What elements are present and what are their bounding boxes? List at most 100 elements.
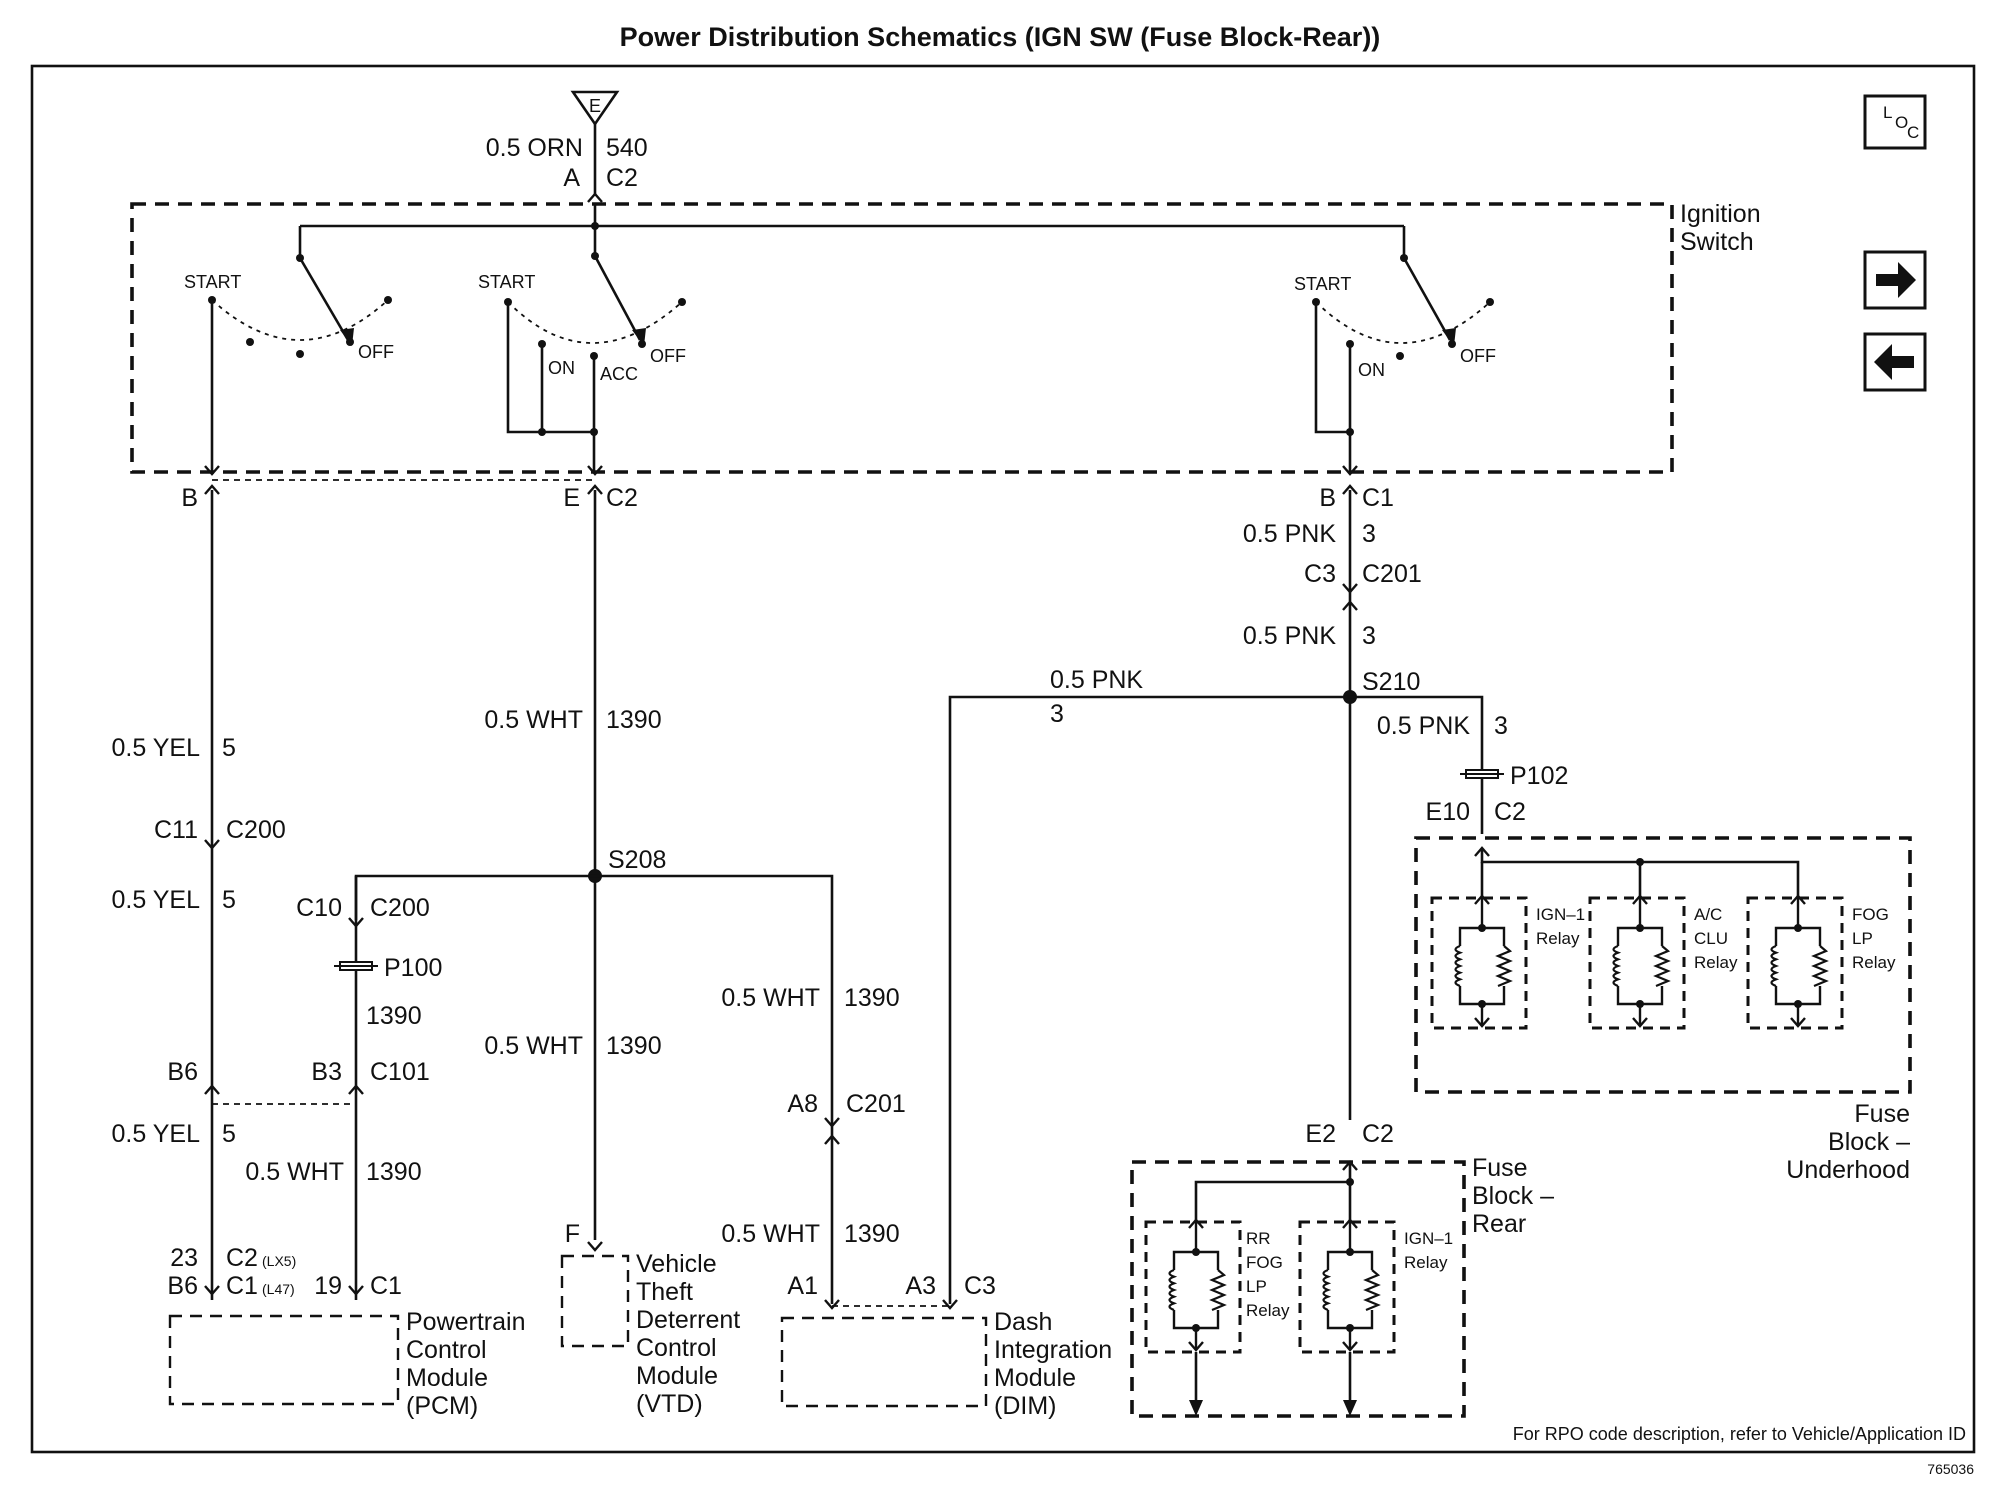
relay-ac-clu-label: Relay <box>1694 953 1738 972</box>
svg-text:A8: A8 <box>787 1090 818 1118</box>
svg-text:O: O <box>1895 113 1908 132</box>
svg-text:ON: ON <box>1358 360 1385 380</box>
svg-text:C200: C200 <box>370 894 430 922</box>
svg-text:Block –: Block – <box>1472 1182 1554 1210</box>
svg-text:OFF: OFF <box>358 342 394 362</box>
svg-text:B: B <box>181 484 198 512</box>
svg-text:START: START <box>1294 274 1351 294</box>
relay-fog-lp-underhood-label: Relay <box>1852 953 1896 972</box>
relay-ac-clu-label: CLU <box>1694 929 1728 948</box>
svg-text:0.5 YEL: 0.5 YEL <box>111 886 200 914</box>
svg-text:0.5 PNK: 0.5 PNK <box>1050 666 1143 694</box>
svg-text:23: 23 <box>170 1244 198 1272</box>
fuse-block-underhood: Fuse Block – Underhood <box>1414 836 1912 1184</box>
svg-text:(VTD): (VTD) <box>636 1390 703 1418</box>
svg-text:0.5 WHT: 0.5 WHT <box>484 1032 583 1060</box>
relay-ac-clu: A/C CLU Relay <box>1588 894 1738 1030</box>
pcm-wht-branch: C10 C200 P100 1390 B3 C101 0.5 WHT 1390 … <box>212 876 442 1300</box>
relay-ign1-rear-label: IGN–1 <box>1404 1229 1453 1248</box>
svg-text:ON: ON <box>548 358 575 378</box>
svg-text:Powertrain: Powertrain <box>406 1308 526 1336</box>
svg-text:0.5 PNK: 0.5 PNK <box>1243 622 1336 650</box>
svg-text:5: 5 <box>222 734 236 762</box>
svg-text:Theft: Theft <box>636 1278 693 1306</box>
svg-text:Fuse: Fuse <box>1854 1100 1910 1128</box>
svg-text:540: 540 <box>606 134 648 162</box>
svg-text:3: 3 <box>1362 622 1376 650</box>
svg-text:5: 5 <box>222 1120 236 1148</box>
arrow-left-icon[interactable] <box>1863 332 1927 392</box>
relay-fog-lp-underhood-label: FOG <box>1852 905 1889 924</box>
relay-rr-fog-lp-label: FOG <box>1246 1253 1283 1272</box>
svg-text:E10: E10 <box>1426 798 1470 826</box>
svg-text:0.5 PNK: 0.5 PNK <box>1377 712 1470 740</box>
svg-text:5: 5 <box>222 886 236 914</box>
footer-note: For RPO code description, refer to Vehic… <box>1513 1424 1966 1444</box>
svg-text:1390: 1390 <box>606 1032 662 1060</box>
svg-text:1390: 1390 <box>844 984 900 1012</box>
svg-text:Block –: Block – <box>1828 1128 1910 1156</box>
svg-text:C101: C101 <box>370 1058 430 1086</box>
svg-text:Underhood: Underhood <box>1786 1156 1910 1184</box>
svg-text:0.5 WHT: 0.5 WHT <box>484 706 583 734</box>
svg-text:Module: Module <box>636 1362 718 1390</box>
svg-text:C2: C2 <box>226 1244 258 1272</box>
svg-text:Control: Control <box>406 1336 487 1364</box>
relay-ign1-rear-label: Relay <box>1404 1253 1448 1272</box>
svg-text:C3: C3 <box>964 1272 996 1300</box>
svg-text:1390: 1390 <box>366 1002 422 1030</box>
svg-text:(LX5): (LX5) <box>262 1253 296 1269</box>
svg-text:Module: Module <box>994 1364 1076 1392</box>
svg-text:C11: C11 <box>154 816 198 844</box>
relay-ac-clu-label: A/C <box>1694 905 1722 924</box>
location-icon[interactable]: L O C <box>1863 94 1927 150</box>
relay-ign1-underhood-label: Relay <box>1536 929 1580 948</box>
fuse-feed: E 0.5 ORN 540 A C2 <box>486 90 648 204</box>
svg-text:0.5 WHT: 0.5 WHT <box>721 984 820 1012</box>
vtd-module: Vehicle Theft Deterrent Control Module (… <box>560 1250 740 1418</box>
svg-text:C: C <box>1907 123 1919 142</box>
svg-text:C3: C3 <box>1304 560 1336 588</box>
svg-text:Ignition: Ignition <box>1680 200 1761 228</box>
svg-text:C201: C201 <box>1362 560 1422 588</box>
svg-text:E2: E2 <box>1305 1120 1336 1148</box>
relay-rr-fog-lp-label: RR <box>1246 1229 1271 1248</box>
relay-rr-fog-lp-label: Relay <box>1246 1301 1290 1320</box>
svg-text:C2: C2 <box>606 484 638 512</box>
svg-text:C201: C201 <box>846 1090 906 1118</box>
svg-text:START: START <box>478 272 535 292</box>
svg-text:Module: Module <box>406 1364 488 1392</box>
svg-text:Rear: Rear <box>1472 1210 1526 1238</box>
svg-text:Control: Control <box>636 1334 717 1362</box>
svg-text:B6: B6 <box>167 1058 198 1086</box>
fuse-block-rear: E2 C2 Fuse Block – Rear <box>1130 1120 1554 1418</box>
svg-text:1390: 1390 <box>844 1220 900 1248</box>
svg-text:(PCM): (PCM) <box>406 1392 478 1420</box>
relay-fog-lp-underhood-label: LP <box>1852 929 1873 948</box>
relay-fog-lp-underhood: FOG LP Relay <box>1746 894 1896 1030</box>
page-title: Power Distribution Schematics (IGN SW (F… <box>620 22 1381 52</box>
svg-text:0.5 YEL: 0.5 YEL <box>111 734 200 762</box>
svg-text:0.5 WHT: 0.5 WHT <box>245 1158 344 1186</box>
dim-module: A1 A3 C3 Dash Integration Module (DIM) <box>780 1272 1112 1420</box>
relay-rr-fog-lp-label: LP <box>1246 1277 1267 1296</box>
svg-text:F: F <box>565 1220 580 1248</box>
svg-text:0.5 YEL: 0.5 YEL <box>111 1120 200 1148</box>
svg-text:1390: 1390 <box>606 706 662 734</box>
relay-rr-fog-lp: RR FOG LP Relay <box>1144 1218 1290 1416</box>
yel-circuit: 0.5 YEL 5 C11 C200 0.5 YEL 5 B6 0.5 YEL … <box>111 490 296 1300</box>
arrow-right-icon[interactable] <box>1863 250 1927 310</box>
svg-text:A1: A1 <box>787 1272 818 1300</box>
diagram-frame <box>30 64 1976 1454</box>
relay-ign1-underhood-label: IGN–1 <box>1536 905 1585 924</box>
svg-text:19: 19 <box>314 1272 342 1300</box>
svg-text:Switch: Switch <box>1680 228 1754 256</box>
svg-text:L: L <box>1883 103 1892 122</box>
svg-text:1390: 1390 <box>366 1158 422 1186</box>
svg-text:0.5 ORN: 0.5 ORN <box>486 134 583 162</box>
relays: IGN–1RelayA/CCLURelayFOGLPRelayRRFOGLPRe… <box>1144 894 1896 1416</box>
svg-text:Fuse: Fuse <box>1472 1154 1528 1182</box>
svg-text:C2: C2 <box>1494 798 1526 826</box>
